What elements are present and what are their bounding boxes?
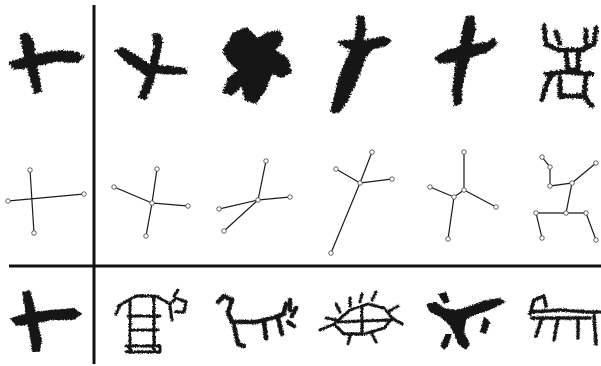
- skeleton-4: [428, 150, 498, 241]
- glyph-grid-creature: [116, 290, 186, 352]
- glyph-figure-diagonal: [330, 15, 392, 114]
- query-glyph-cross-repeat: [10, 290, 82, 352]
- glyph-long-quadruped: [530, 296, 600, 344]
- glyph-quadruped: [218, 296, 296, 346]
- row-petroglyph-shapes: [8, 15, 596, 114]
- skeleton-2: [217, 159, 292, 233]
- query-glyph-cross: [8, 32, 84, 94]
- skeleton-1: [112, 167, 190, 238]
- glyph-cross-1: [114, 33, 188, 100]
- glyph-cross-blocky: [222, 27, 292, 104]
- glyph-fish-like: [320, 292, 402, 344]
- glyph-archer: [426, 292, 506, 350]
- skeleton-3: [329, 150, 394, 255]
- glyph-cross-2: [434, 15, 498, 106]
- glyph-humanoid: [542, 26, 596, 106]
- row-retrieved-glyphs: [10, 290, 600, 352]
- skeleton-5: [534, 155, 598, 242]
- skeleton-query: [6, 168, 86, 235]
